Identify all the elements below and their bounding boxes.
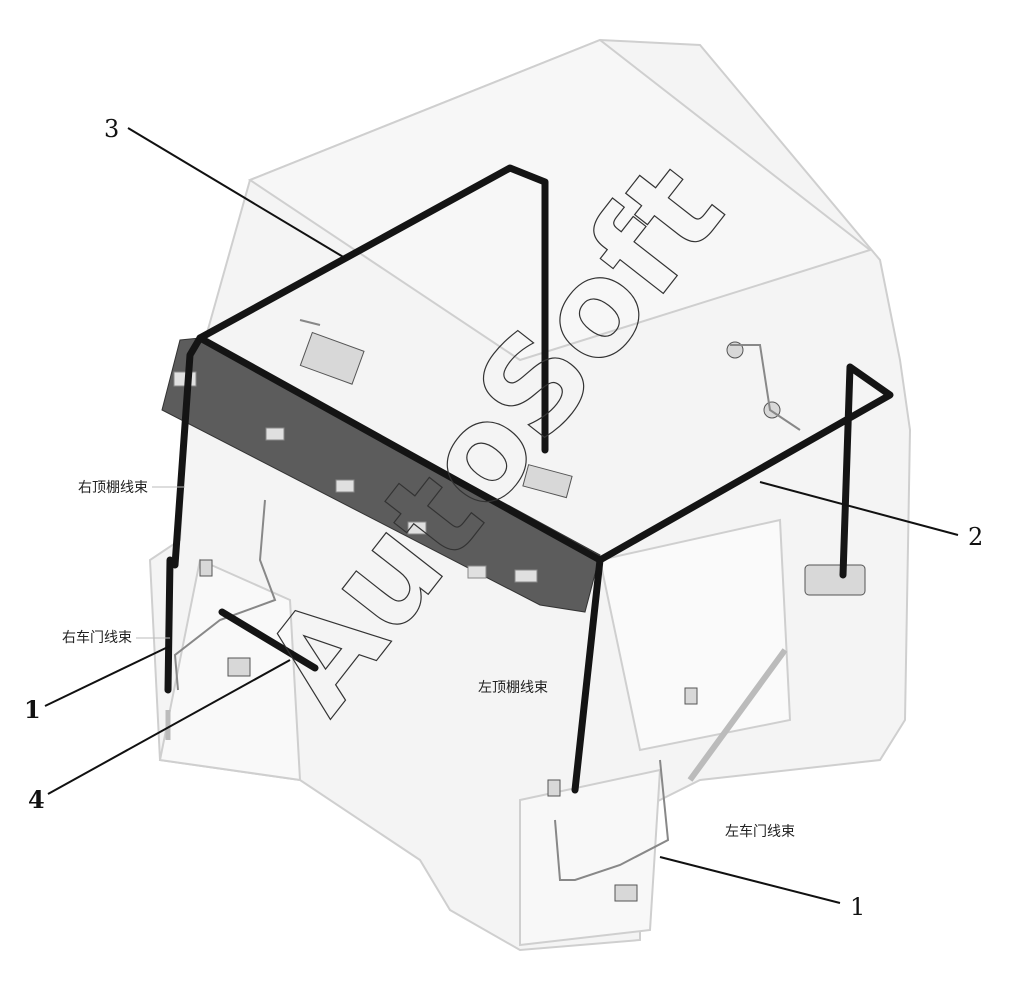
callout-1-right-number: 1 [850, 893, 865, 921]
component-parts [199, 331, 866, 902]
callout-4-number: 4 [28, 785, 45, 814]
callout-1-left-number: 1 [24, 695, 41, 724]
rod-part [687, 648, 788, 782]
leader-lines [44, 127, 959, 904]
callout-2-number: 2 [968, 523, 983, 551]
label-right-door-harness: 右车门线束 [62, 629, 132, 646]
right-roof-harness-line [171, 164, 549, 569]
label-right-roof-harness: 右顶棚线束 [78, 480, 148, 496]
label-left-door-harness: 左车门线束 [725, 823, 795, 840]
minor-harness-branches [173, 319, 801, 881]
callout-3-number: 3 [104, 115, 119, 143]
roof-cross-line [196, 334, 604, 564]
harness-4-bar [218, 608, 319, 672]
cab-body [148, 38, 912, 952]
main-harnesses [164, 164, 894, 794]
right-door-harness-line [164, 556, 174, 694]
label-left-roof-harness: 左顶棚线束 [478, 680, 548, 696]
left-roof-harness-line [571, 363, 894, 794]
